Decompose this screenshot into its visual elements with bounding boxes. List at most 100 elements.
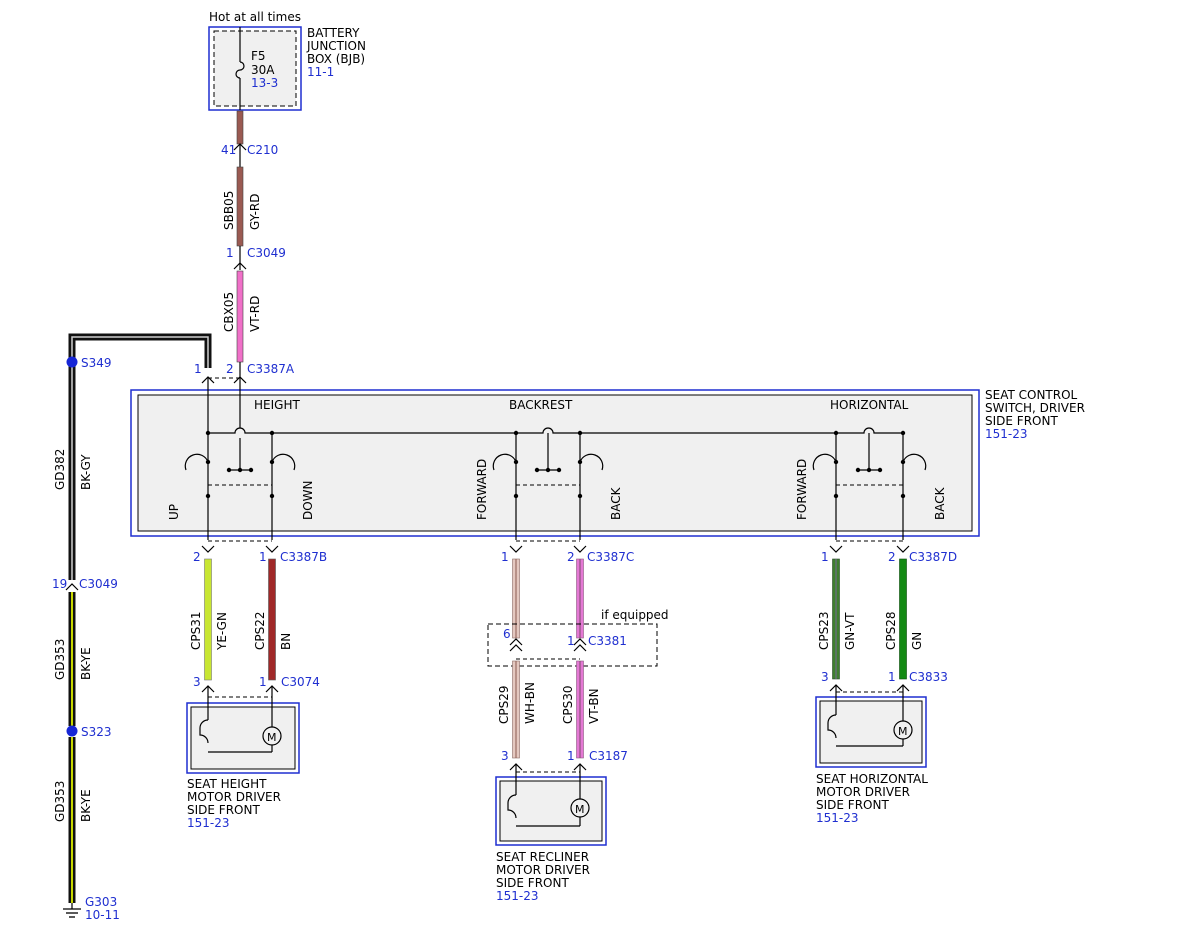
cps30-color: VT-BN: [587, 688, 601, 724]
recliner-motor-symbol: [507, 764, 590, 827]
c3387c-pin-left: 1: [501, 550, 509, 564]
position-forward-1: FORWARD: [475, 459, 489, 520]
c3387d-pin-right: 2: [888, 550, 896, 564]
sbb05-color: GY-RD: [248, 193, 262, 230]
splice-s323: [66, 725, 78, 737]
c3387b-name: C3387B: [280, 550, 327, 564]
position-back-1: BACK: [609, 486, 623, 520]
c3074-pin-right: 1: [259, 675, 267, 689]
height-motor-outer-box: [186, 702, 300, 774]
switch-inner-box: [137, 394, 973, 532]
section-backrest: BACKREST: [509, 398, 573, 412]
position-back-2: BACK: [933, 486, 947, 520]
c3387a-pin-right: 2: [226, 362, 234, 376]
splice-s349-label: S349: [81, 356, 112, 370]
height-motor-line-3: SIDE FRONT: [187, 803, 260, 817]
gd382-code: GD382: [53, 449, 67, 490]
connector-chevron-c3387a-left: [201, 376, 215, 384]
cps29-color: WH-BN: [523, 682, 537, 724]
section-horizontal: HORIZONTAL: [830, 398, 909, 412]
c3187-pin-right: 1: [567, 749, 575, 763]
switch-outer-box: [130, 389, 980, 537]
wire-ye-gn: [204, 558, 212, 681]
c3049-side-pin: 19: [52, 577, 67, 591]
fuse-rating: 30A: [251, 63, 275, 77]
wire-gy-rd-2: [236, 166, 244, 247]
c3387c-name: C3387C: [587, 550, 634, 564]
cps28-code: CPS28: [884, 611, 898, 650]
c3833-name: C3833: [909, 670, 948, 684]
c3187-name: C3187: [589, 749, 628, 763]
switch-name-line-1: SEAT CONTROL: [985, 388, 1078, 402]
recliner-motor-ref: 151-23: [496, 889, 539, 903]
position-down: DOWN: [301, 480, 315, 520]
c3387b-pin-right: 1: [259, 550, 267, 564]
splice-s349: [66, 356, 78, 368]
cps23-color: GN-VT: [843, 612, 857, 650]
c210-name: C210: [247, 143, 278, 157]
fuse-symbol: [235, 61, 245, 79]
horizontal-motor-line-3: SIDE FRONT: [816, 798, 889, 812]
wire-gn: [899, 558, 907, 680]
wire-gy-rd-1: [236, 110, 244, 145]
switch-bus: [208, 427, 903, 434]
horizontal-motor-line-1: SEAT HORIZONTAL: [816, 772, 928, 786]
cps31-color: YE-GN: [215, 612, 229, 651]
cbx05-color: VT-RD: [248, 296, 262, 332]
wire-vt-rd: [236, 270, 244, 363]
c210-pin: 41: [221, 143, 236, 157]
cps30-code: CPS30: [561, 685, 575, 724]
ground-symbol: [63, 903, 81, 918]
c3387c-pin-right: 2: [567, 550, 575, 564]
connector-chevron-c3049-side: [65, 583, 79, 591]
splice-s323-label: S323: [81, 725, 112, 739]
if-equipped-label: if equipped: [601, 608, 669, 622]
fuse-name: F5: [251, 49, 266, 63]
cps22-code: CPS22: [253, 611, 267, 650]
gd353-b-code: GD353: [53, 781, 67, 822]
height-motor-line-1: SEAT HEIGHT: [187, 777, 267, 791]
sbb05-code: SBB05: [222, 191, 236, 230]
hot-at-all-times-label: Hot at all times: [209, 10, 301, 24]
cps29-code: CPS29: [497, 685, 511, 724]
bjb-name-line-1: BATTERY: [307, 26, 360, 40]
wire-bn: [268, 558, 276, 681]
cps23-code: CPS23: [817, 611, 831, 650]
gd353-a-color: BK-YE: [79, 647, 93, 680]
c3833-pin-right: 1: [888, 670, 896, 684]
c3049-top-name: C3049: [247, 246, 286, 260]
position-forward-2: FORWARD: [795, 459, 809, 520]
switch-ref: 151-23: [985, 427, 1028, 441]
switch-arms: [184, 453, 927, 471]
c3074-name: C3074: [281, 675, 320, 689]
height-motor-m: M: [267, 731, 277, 744]
position-up: UP: [167, 504, 181, 520]
c3049-top-pin: 1: [226, 246, 234, 260]
c3387a-name: C3387A: [247, 362, 295, 376]
recliner-motor-line-2: MOTOR DRIVER: [496, 863, 590, 877]
bjb-name-line-3: BOX (BJB): [307, 52, 365, 66]
ground-ref: 10-11: [85, 908, 120, 922]
c3387d-pin-left: 1: [821, 550, 829, 564]
ground-name: G303: [85, 895, 117, 909]
c3381-pin-left: 6: [503, 627, 511, 641]
gd353-a-code: GD353: [53, 639, 67, 680]
gd353-b-color: BK-YE: [79, 789, 93, 822]
c3187-pin-left: 3: [501, 749, 509, 763]
c3074-pin-left: 3: [193, 675, 201, 689]
c3387a-pin-left: 1: [194, 362, 202, 376]
switch-name-line-3: SIDE FRONT: [985, 414, 1058, 428]
height-motor-line-2: MOTOR DRIVER: [187, 790, 281, 804]
cps31-code: CPS31: [189, 611, 203, 650]
c3387d-name: C3387D: [909, 550, 957, 564]
bjb-name-line-2: JUNCTION: [306, 39, 366, 53]
bjb-ref: 11-1: [307, 65, 334, 79]
cps22-color: BN: [279, 633, 293, 650]
c3049-side-name: C3049: [79, 577, 118, 591]
height-motor-ref: 151-23: [187, 816, 230, 830]
if-equipped-box: [487, 623, 658, 667]
horizontal-motor-line-2: MOTOR DRIVER: [816, 785, 910, 799]
horizontal-motor-outer-box: [815, 696, 927, 768]
c3381-pin-right: 1: [567, 634, 575, 648]
